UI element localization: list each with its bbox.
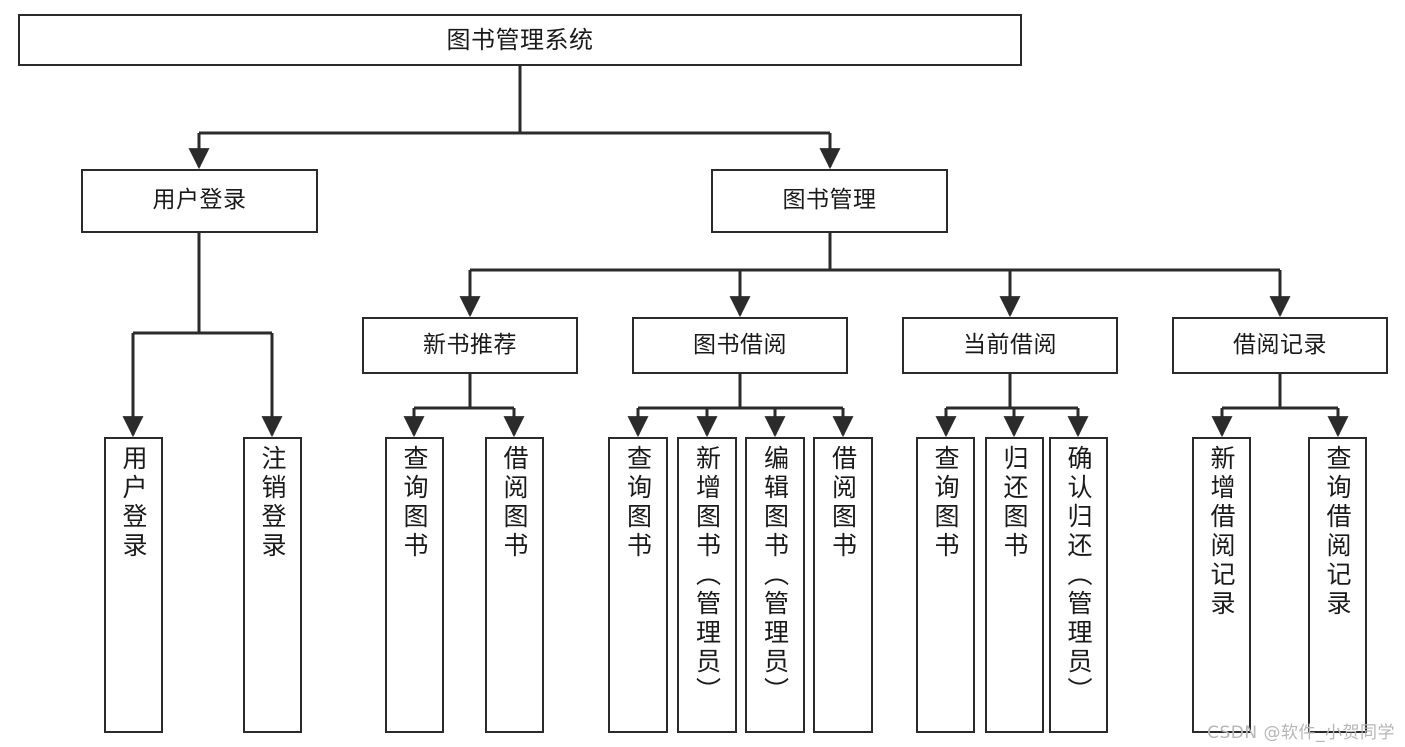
node-label: 查询借阅记录 bbox=[1323, 445, 1352, 619]
node-label: 归还图书 bbox=[1000, 445, 1029, 561]
leaf-new-book-borrow-book[interactable]: 借阅图书 bbox=[485, 437, 544, 733]
node-label: 用户登录 bbox=[152, 187, 247, 214]
leaf-book-borrow-borrow-book[interactable]: 借阅图书 bbox=[813, 437, 873, 733]
leaf-current-borrow-query-book[interactable]: 查询图书 bbox=[916, 437, 975, 733]
node-label: 用户登录 bbox=[119, 445, 148, 561]
node-label: 查询图书 bbox=[623, 445, 653, 561]
node-label: 注销登录 bbox=[258, 445, 287, 561]
node-book-borrow[interactable]: 图书借阅 bbox=[632, 317, 848, 374]
node-label: 查询图书 bbox=[931, 445, 960, 561]
node-borrow-record[interactable]: 借阅记录 bbox=[1172, 317, 1388, 374]
node-label: 确认归还（管理员） bbox=[1064, 445, 1093, 706]
leaf-new-book-query-book[interactable]: 查询图书 bbox=[385, 437, 444, 733]
leaf-book-borrow-query-book[interactable]: 查询图书 bbox=[608, 437, 668, 733]
leaf-book-borrow-edit-book-admin[interactable]: 编辑图书（管理员） bbox=[745, 437, 805, 733]
node-label: 借阅图书 bbox=[500, 445, 529, 561]
node-label: 图书管理系统 bbox=[446, 25, 594, 54]
leaf-current-borrow-return-book[interactable]: 归还图书 bbox=[985, 437, 1044, 733]
node-new-book-recommend[interactable]: 新书推荐 bbox=[362, 317, 578, 374]
leaf-user-login-logout[interactable]: 注销登录 bbox=[243, 437, 302, 733]
node-book-management[interactable]: 图书管理 bbox=[711, 169, 948, 233]
node-label: 新增借阅记录 bbox=[1207, 445, 1236, 619]
node-label: 查询图书 bbox=[400, 445, 429, 561]
leaf-borrow-record-query-record[interactable]: 查询借阅记录 bbox=[1308, 437, 1367, 733]
leaf-user-login-login[interactable]: 用户登录 bbox=[104, 437, 163, 733]
watermark: CSDN @软件_小贺同学 bbox=[1207, 723, 1395, 743]
node-label: 新增图书（管理员） bbox=[692, 445, 722, 706]
node-label: 图书管理 bbox=[782, 187, 877, 214]
node-current-borrow[interactable]: 当前借阅 bbox=[902, 317, 1118, 374]
node-user-login[interactable]: 用户登录 bbox=[81, 169, 318, 233]
leaf-book-borrow-add-book-admin[interactable]: 新增图书（管理员） bbox=[677, 437, 737, 733]
node-label: 新书推荐 bbox=[423, 331, 517, 358]
node-label: 图书借阅 bbox=[693, 331, 787, 358]
node-label: 借阅图书 bbox=[828, 445, 858, 561]
node-root-book-management-system[interactable]: 图书管理系统 bbox=[18, 14, 1022, 66]
node-label: 编辑图书（管理员） bbox=[760, 445, 790, 706]
node-label: 当前借阅 bbox=[963, 331, 1057, 358]
leaf-borrow-record-add-record[interactable]: 新增借阅记录 bbox=[1192, 437, 1251, 733]
leaf-current-borrow-confirm-return-admin[interactable]: 确认归还（管理员） bbox=[1049, 437, 1108, 733]
node-label: 借阅记录 bbox=[1233, 331, 1327, 358]
